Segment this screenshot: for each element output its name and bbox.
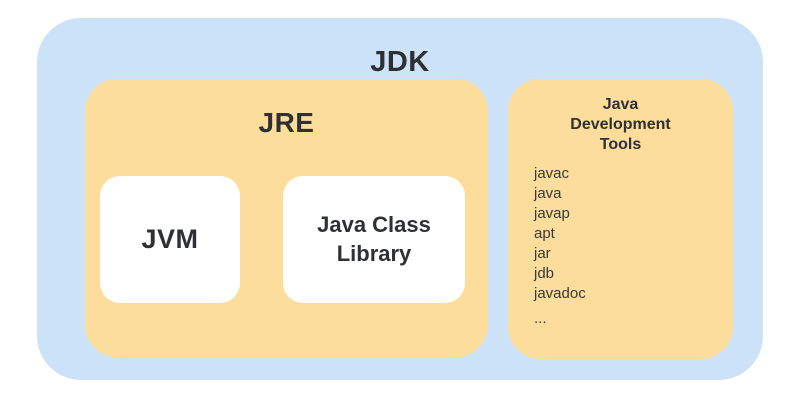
java-class-library-box: Java Class Library [283, 176, 465, 303]
tool-item-javadoc: javadoc [534, 285, 586, 302]
jdk-container: JDK JRE JVM Java Class Library Java Deve… [37, 18, 763, 380]
jre-container: JRE JVM Java Class Library [85, 79, 488, 357]
jdk-label: JDK [370, 46, 430, 78]
tool-item-apt: apt [534, 225, 555, 242]
jvm-label: JVM [141, 224, 199, 254]
jvm-box: JVM [100, 176, 240, 303]
jre-label: JRE [258, 107, 315, 138]
tool-item-jar: jar [534, 245, 551, 262]
tool-item-javac: javac [534, 165, 570, 182]
tool-item-java: java [534, 185, 562, 202]
tool-item-jdb: jdb [534, 265, 555, 282]
tool-item-javap: javap [534, 205, 570, 222]
java-class-library-label: Java Class Library [317, 211, 431, 266]
java-development-tools-title: Java Development Tools [570, 96, 671, 153]
java-development-tools-container: Java Development Tools javac java javap … [508, 79, 733, 359]
tool-item-ellipsis: ... [534, 310, 547, 327]
tools-list: javac java javap apt jar jdb javadoc ... [508, 164, 733, 329]
